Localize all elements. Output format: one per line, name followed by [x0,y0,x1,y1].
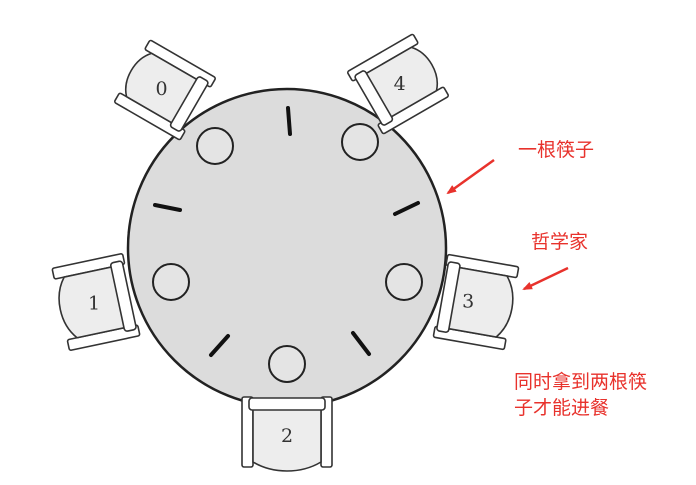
philosopher-label-3: 3 [462,291,474,313]
chopstick-1-2 [209,334,230,357]
chopstick-0-1 [153,203,182,212]
chopstick-2-3 [351,331,371,356]
eating-condition-annotation: 同时拿到两根筷 子才能进餐 [514,369,647,421]
plate-4 [341,123,379,161]
plate-2 [268,345,306,383]
philosopher-0: 0 [114,39,216,141]
philosopher-3: 3 [432,253,520,351]
chopstick-3-4 [393,201,420,216]
chopstick-arrow [446,158,495,195]
philosopher-annotation: 哲学家 [531,231,589,253]
plate-3 [385,263,423,301]
eating-condition-line-1: 同时拿到两根筷 [514,371,648,393]
philosopher-label-0: 0 [155,78,167,100]
eating-condition-line-2: 子才能进餐 [514,397,610,419]
philosopher-label-4: 4 [394,73,406,95]
philosopher-1: 1 [51,253,141,351]
chopstick-0-4 [286,106,292,136]
philosopher-arrow [522,266,569,291]
chopstick-annotation: 一根筷子 [518,139,595,161]
philosopher-4: 4 [347,33,449,135]
philosopher-2: 2 [241,396,333,472]
philosopher-label-2: 2 [281,425,293,447]
plate-0 [196,127,234,165]
philosopher-label-1: 1 [88,292,100,314]
plate-1 [152,263,190,301]
